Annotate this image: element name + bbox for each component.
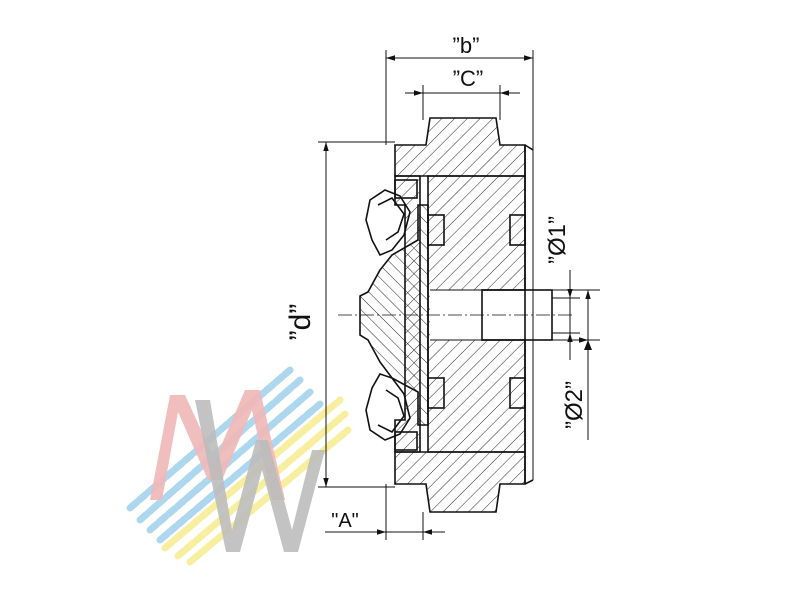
watermark-letter-w xyxy=(195,400,325,552)
watermark-letter-m xyxy=(150,390,285,500)
gear-pulley-section xyxy=(338,117,575,513)
spring-clip-bottom-inner xyxy=(377,389,405,434)
label-o1: ”Ø1” xyxy=(544,216,571,264)
gear-tooth-bottom xyxy=(394,451,526,513)
label-c: ”C” xyxy=(453,66,484,91)
gear-tooth-top xyxy=(394,117,526,177)
label-d: ”d” xyxy=(284,304,317,341)
dimension-labels: ”b” ”C” ”d” "A" ”Ø1” ”Ø2” xyxy=(284,33,588,532)
detail-block-top xyxy=(394,179,418,199)
slot-top-left xyxy=(427,214,445,246)
slot-bottom-left xyxy=(427,377,445,409)
mw-watermark-logo xyxy=(126,366,352,566)
detail-block-bottom xyxy=(394,431,418,451)
spring-clip-top xyxy=(365,189,411,257)
label-a: "A" xyxy=(331,510,359,532)
label-o2: ”Ø2” xyxy=(561,381,588,429)
spring-clip-bottom xyxy=(365,373,411,441)
dimension-lines xyxy=(318,50,600,540)
label-b: ”b” xyxy=(453,33,480,58)
spring-clip-top-inner xyxy=(377,196,405,241)
